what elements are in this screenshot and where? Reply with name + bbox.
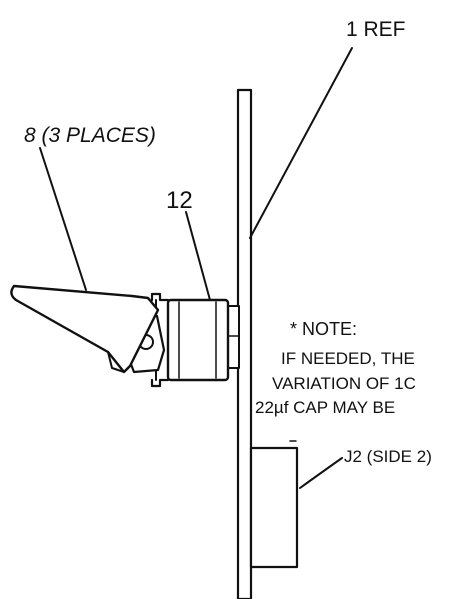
callout-j2: J2 (SIDE 2) [344, 447, 432, 466]
bracket-bottom [150, 378, 170, 388]
callout-part8: 8 (3 PLACES) [24, 124, 156, 147]
leader-j2 [299, 457, 343, 489]
callout-part12: 12 [166, 187, 193, 214]
switch-body [166, 298, 230, 382]
note-line-3: 22µf CAP MAY BE [255, 398, 395, 417]
note-line-2: VARIATION OF 1C [272, 374, 416, 393]
leader-part8 [39, 147, 87, 291]
bracket-top [150, 292, 170, 302]
leader-ref [249, 47, 353, 239]
j2-connector [249, 446, 299, 569]
leader-part12 [185, 211, 211, 301]
toggle-lever [10, 284, 160, 374]
callout-ref: 1 REF [346, 18, 406, 41]
note-heading: * NOTE: [290, 319, 357, 339]
toggle-lever-tip [107, 351, 125, 373]
note-line-1: IF NEEDED, THE [281, 349, 415, 368]
